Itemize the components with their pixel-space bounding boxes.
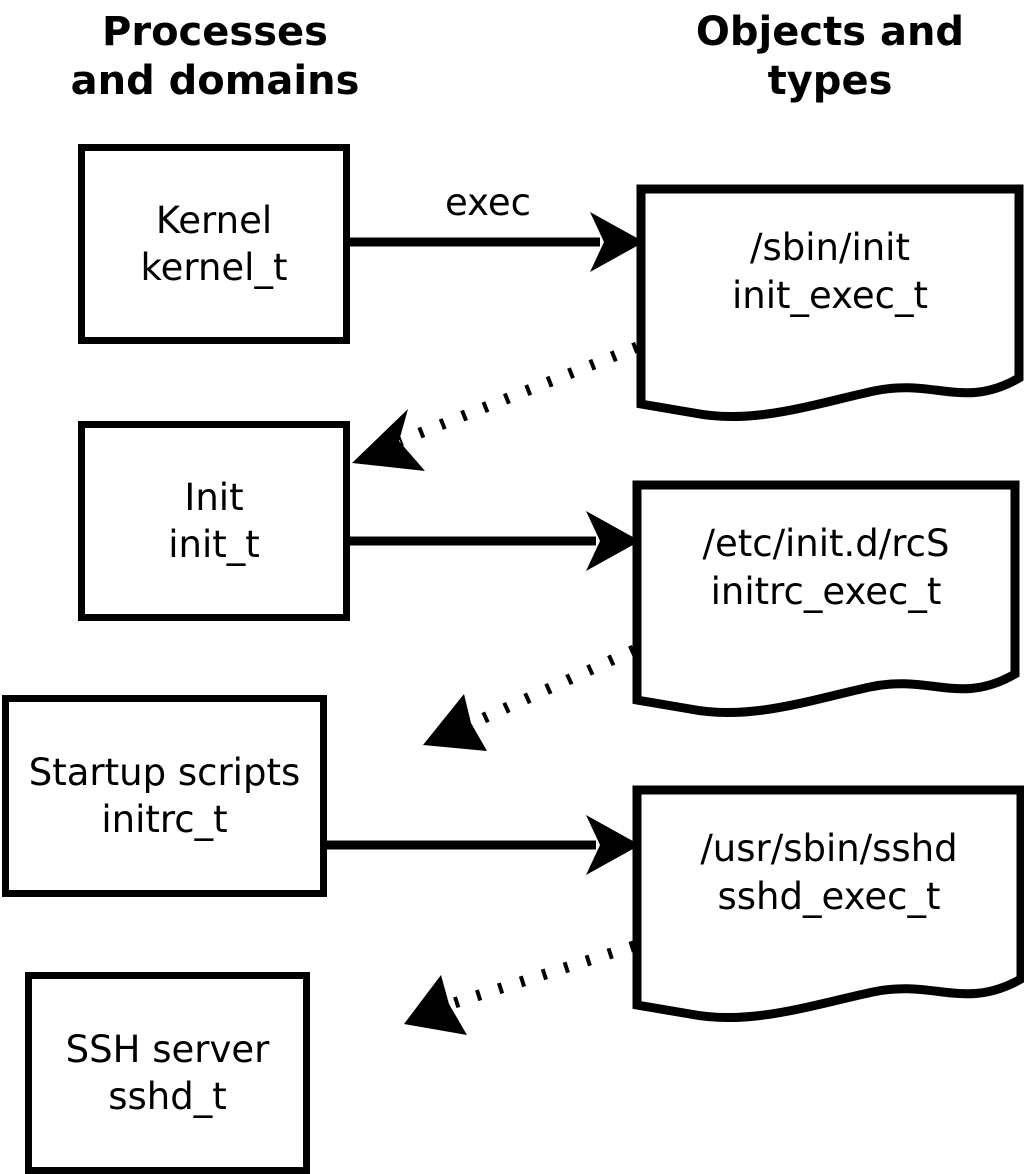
edge-transition-init-exec-to-init xyxy=(352,341,640,471)
process-box-ssh-server[interactable]: SSH server sshd_t xyxy=(25,972,310,1174)
process-box-name: SSH server xyxy=(65,1027,270,1071)
object-doc-path: /usr/sbin/sshd xyxy=(700,827,958,870)
process-box-name: Init xyxy=(184,475,244,519)
edge-transition-initrc-exec-to-initrc xyxy=(423,644,637,751)
object-doc-type: initrc_exec_t xyxy=(710,570,942,613)
process-box-init[interactable]: Init init_t xyxy=(78,421,350,621)
process-box-type: init_t xyxy=(168,523,260,566)
object-doc-type: sshd_exec_t xyxy=(717,875,941,918)
edge-label-exec: exec xyxy=(445,181,531,224)
process-box-type: kernel_t xyxy=(140,246,288,289)
object-doc-initrc-exec[interactable]: /etc/init.d/rcS initrc_exec_t xyxy=(630,478,1022,728)
column-header-processes: Processes and domains xyxy=(70,9,360,104)
column-header-objects: Objects and types xyxy=(695,9,965,104)
process-box-name: Startup scripts xyxy=(28,750,301,794)
process-box-type: sshd_t xyxy=(108,1075,227,1118)
process-box-type: initrc_t xyxy=(101,798,228,841)
object-doc-sshd-exec[interactable]: /usr/sbin/sshd sshd_exec_t xyxy=(630,783,1024,1033)
object-doc-path: /etc/init.d/rcS xyxy=(702,522,950,565)
object-doc-path: /sbin/init xyxy=(750,226,910,269)
object-doc-init-exec[interactable]: /sbin/init init_exec_t xyxy=(634,182,1024,432)
process-box-name: Kernel xyxy=(155,198,273,242)
edge-exec-init-to-initrc-exec xyxy=(350,511,640,571)
object-doc-type: init_exec_t xyxy=(731,274,928,317)
edge-exec-initrc-to-sshd-exec xyxy=(327,815,640,875)
process-box-kernel[interactable]: Kernel kernel_t xyxy=(78,144,350,344)
process-box-startup-scripts[interactable]: Startup scripts initrc_t xyxy=(2,695,327,897)
edge-transition-sshd-exec-to-sshd xyxy=(404,940,636,1035)
